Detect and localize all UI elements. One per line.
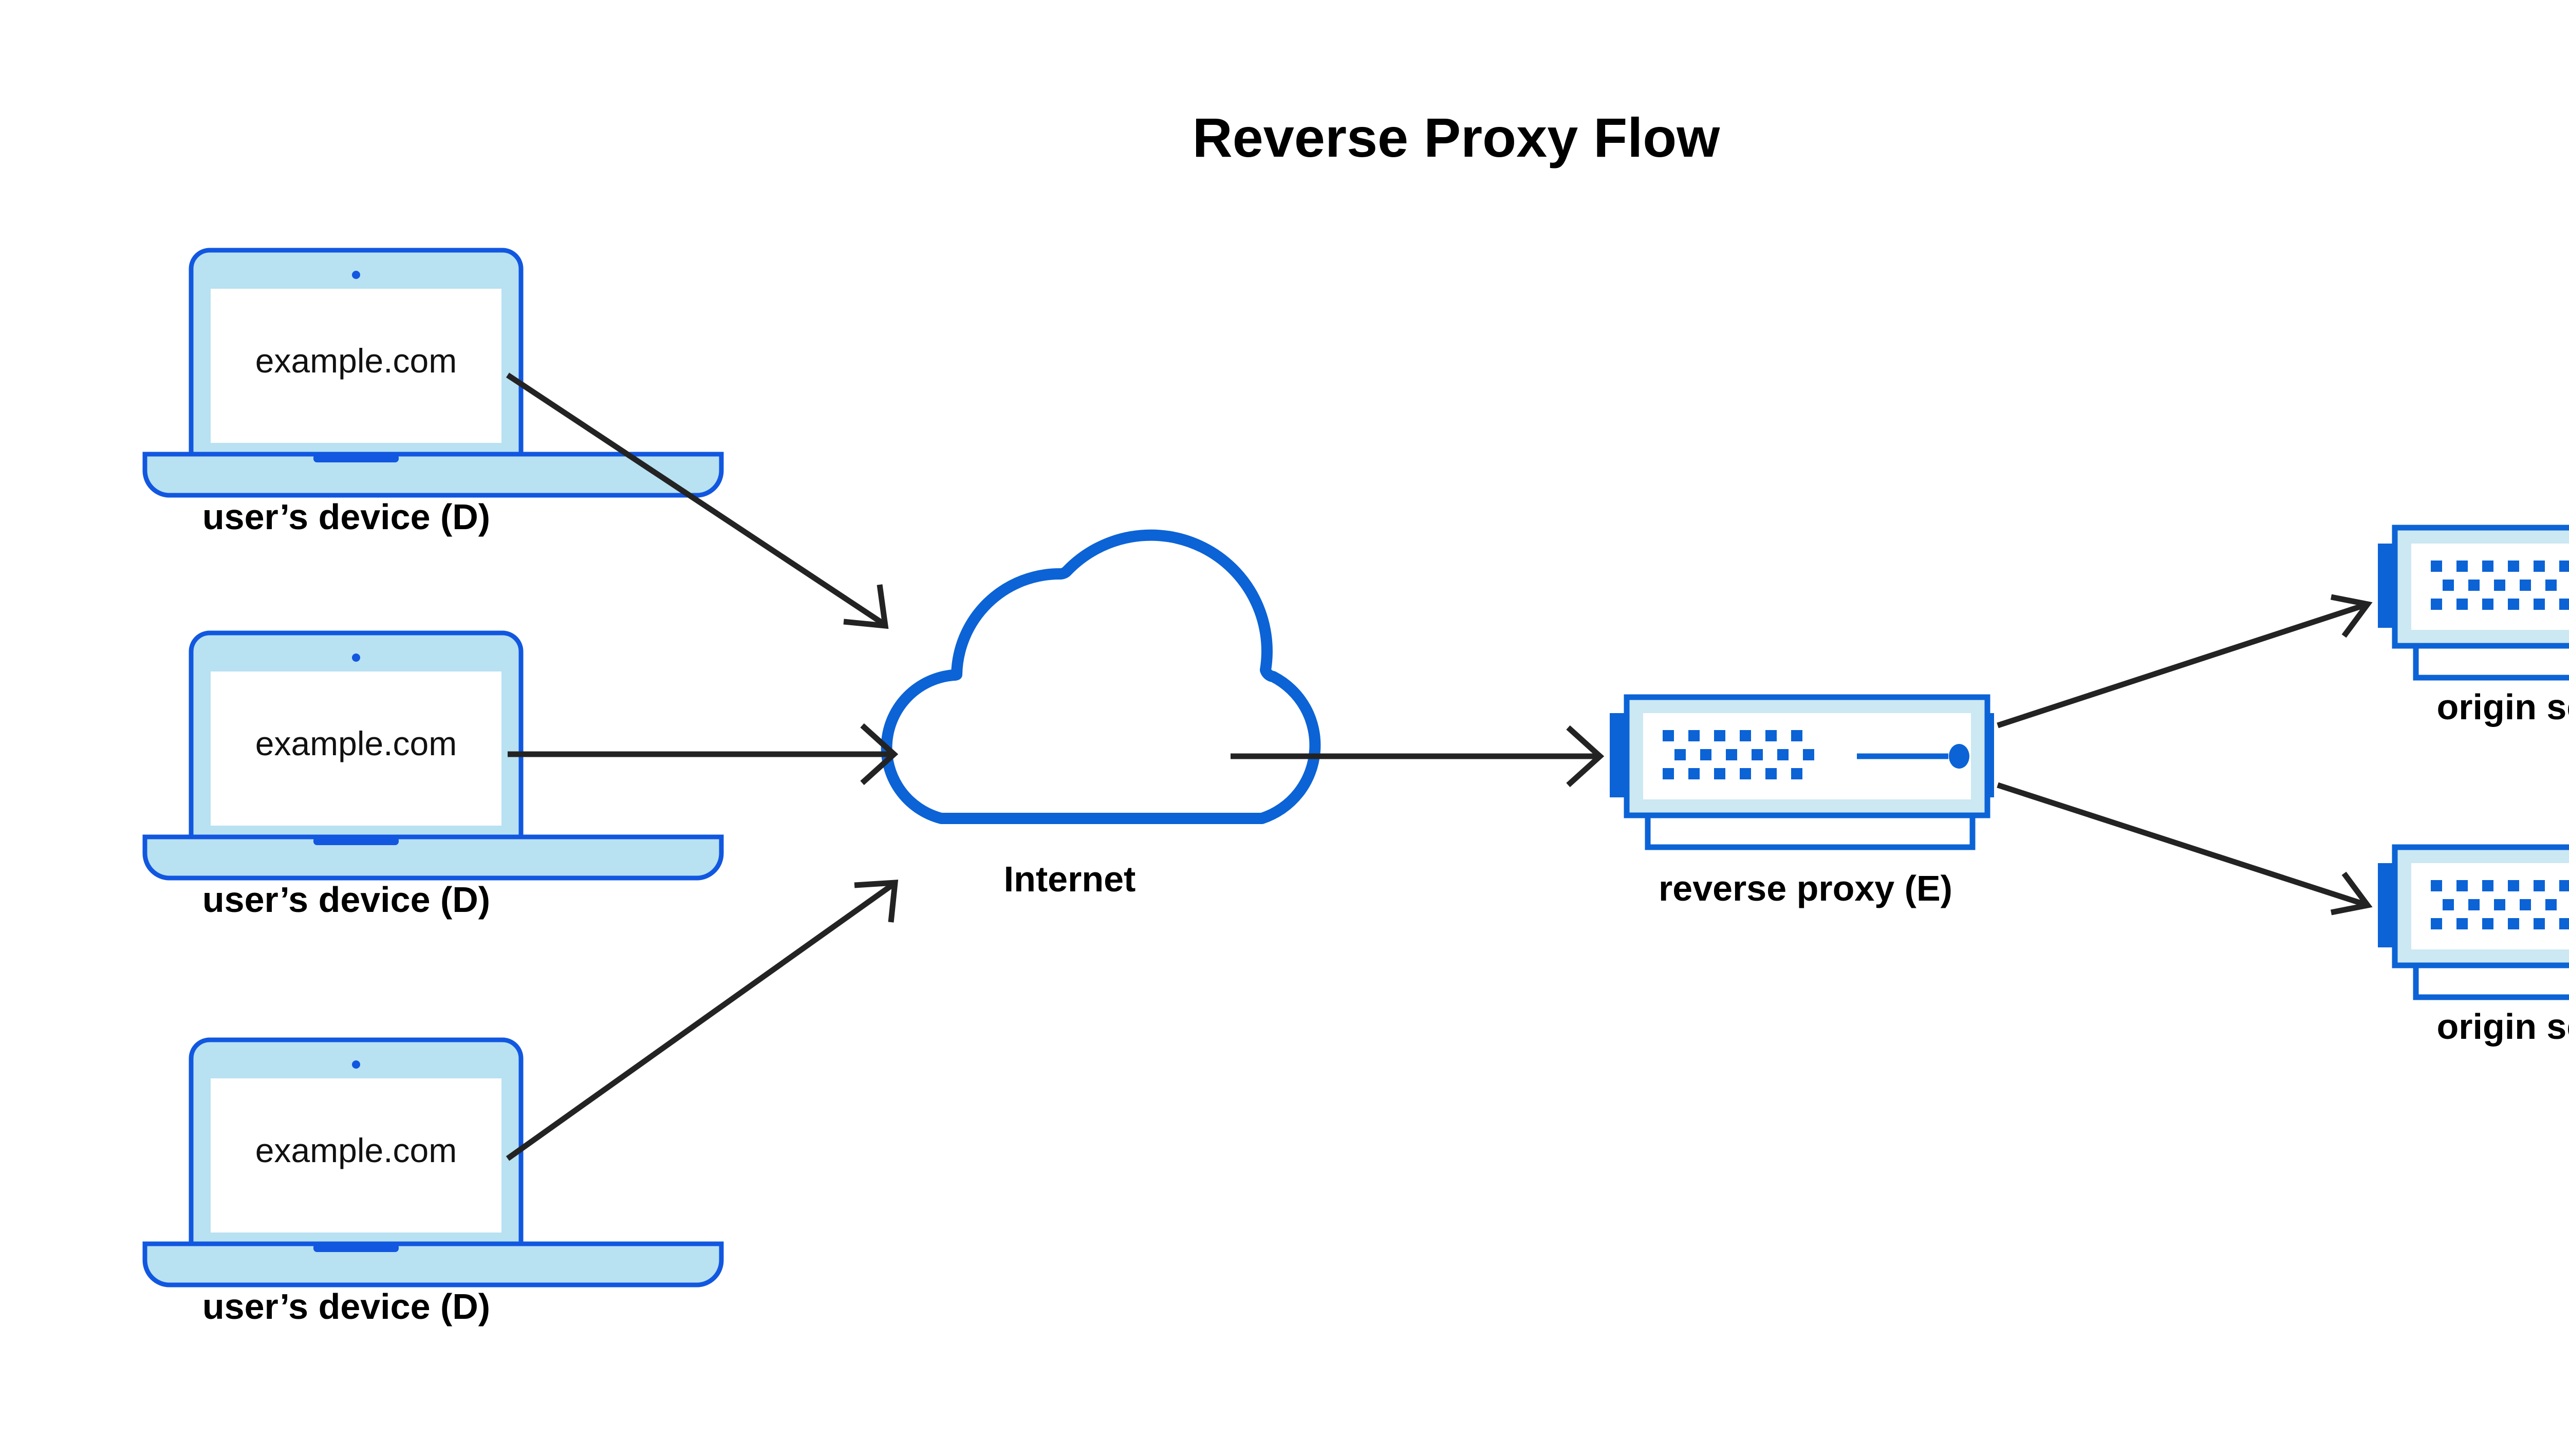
origin-server-node-1[interactable]: origin server (F)	[2378, 525, 2569, 727]
edge-client2-to-internet	[508, 723, 899, 786]
client-screen-text: example.com	[255, 1131, 457, 1169]
laptop-icon	[142, 630, 724, 881]
internet-node[interactable]: Internet	[881, 529, 1321, 899]
server-icon	[2378, 844, 2569, 1000]
edge-proxy-to-origin1	[1997, 594, 2373, 729]
laptop-screen	[211, 671, 501, 826]
server-led-icon	[1949, 744, 1969, 769]
laptop-camera-icon	[352, 654, 360, 662]
server-vent-dots	[2431, 880, 2569, 929]
reverse-proxy-label: reverse proxy (E)	[1659, 868, 1952, 908]
laptop-screen	[211, 1078, 501, 1233]
reverse-proxy-node[interactable]: reverse proxy (E)	[1610, 694, 1994, 908]
edge-proxy-to-origin2	[1997, 782, 2373, 916]
edge-client3-to-internet	[506, 880, 899, 1161]
server-front-panel	[2411, 544, 2569, 630]
client-screen-text: example.com	[255, 724, 457, 762]
client-label: user’s device (D)	[202, 880, 490, 920]
server-base-plate	[1645, 812, 1976, 850]
origin-server-node-2[interactable]: origin server (F)	[2378, 844, 2569, 1047]
laptop-camera-icon	[352, 1060, 360, 1069]
server-icon	[2378, 525, 2569, 681]
server-base-plate	[2413, 962, 2569, 1000]
laptop-icon	[142, 248, 724, 498]
server-icon	[1610, 694, 1994, 850]
origin-server-label: origin server (F)	[2437, 1006, 2569, 1047]
client-node-3[interactable]: example.com user’s device (D)	[142, 1037, 724, 1327]
server-vent-dots	[2431, 561, 2569, 610]
laptop-icon	[142, 1037, 724, 1287]
cloud-icon	[881, 529, 1321, 824]
laptop-trackpad-notch	[313, 454, 399, 462]
server-vent-dots	[1663, 730, 1814, 779]
server-front-panel	[2411, 863, 2569, 949]
laptop-trackpad-notch	[313, 1244, 399, 1252]
laptop-camera-icon	[352, 271, 360, 279]
origin-server-label: origin server (F)	[2437, 687, 2569, 727]
internet-label: Internet	[1004, 859, 1136, 899]
laptop-trackpad-notch	[313, 837, 399, 845]
client-label: user’s device (D)	[202, 1286, 490, 1327]
server-base-plate	[2413, 643, 2569, 681]
client-node-1[interactable]: example.com user’s device (D)	[142, 248, 724, 537]
client-label: user’s device (D)	[202, 497, 490, 537]
client-node-2[interactable]: example.com user’s device (D)	[142, 630, 724, 920]
laptop-screen	[211, 289, 501, 443]
client-screen-text: example.com	[255, 342, 457, 380]
edge-client1-to-internet	[506, 372, 889, 629]
page-title: Reverse Proxy Flow	[1193, 106, 1720, 169]
edge-internet-to-proxy	[1231, 725, 1605, 788]
